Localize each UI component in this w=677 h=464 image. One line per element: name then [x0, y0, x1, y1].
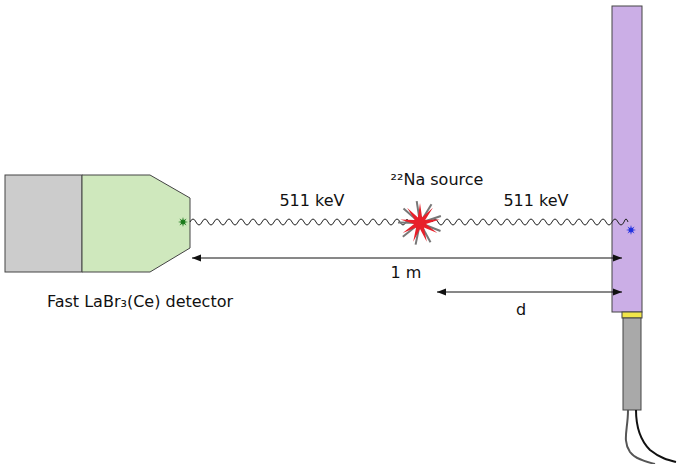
- dimension-arrow: [192, 258, 622, 259]
- detector-label: Fast LaBr₃(Ce) detector: [47, 293, 233, 311]
- dimension-label: 1 m: [388, 264, 425, 282]
- energy-label: 511 keV: [279, 192, 344, 210]
- crystal-housing: [82, 175, 190, 272]
- photomultiplier: [5, 175, 82, 272]
- interaction-mark: [178, 217, 188, 227]
- dimension-label: d: [516, 301, 526, 319]
- gamma-ray: [190, 219, 408, 225]
- photomultiplier: [623, 318, 641, 410]
- optical-coupling: [622, 312, 642, 318]
- star-shape: [626, 225, 636, 235]
- dimension-arrow: [437, 292, 622, 293]
- star-shape: [400, 203, 439, 242]
- cable: [636, 410, 676, 462]
- energy-label: 511 keV: [503, 192, 568, 210]
- source-star: [398, 201, 441, 244]
- source-label: ²²Na source: [391, 171, 484, 189]
- interaction-mark: [626, 225, 636, 235]
- star-shape: [178, 217, 188, 227]
- gamma-ray: [432, 219, 628, 225]
- scintillator-bar: [612, 6, 642, 312]
